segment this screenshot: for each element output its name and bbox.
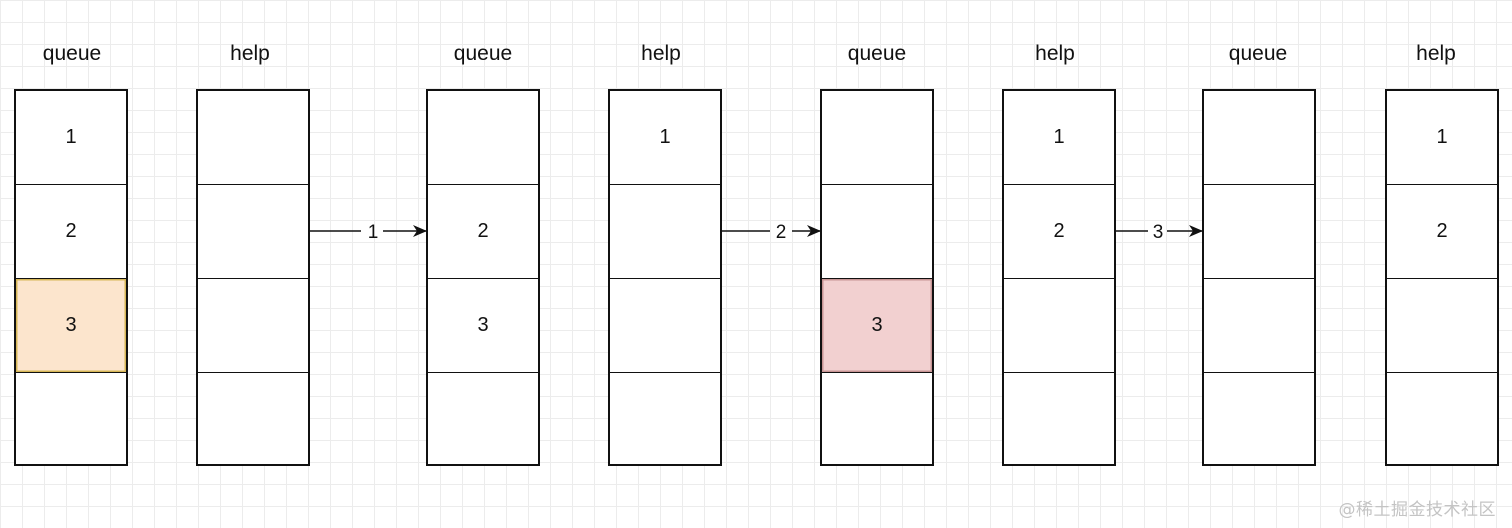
stack-cell [198,91,308,185]
stack-cell [822,185,932,279]
stack-cell [428,91,538,185]
stack-cell [822,373,932,467]
stack-cell: 1 [1387,91,1497,185]
transfer-arrow: 3 [1116,222,1203,243]
arrow-step-label: 2 [776,222,787,243]
stack-cell [822,91,932,185]
arrow-step-label: 3 [1153,222,1164,243]
highlighted-cell: 3 [16,279,126,373]
queue-stack [1202,89,1316,466]
stack-cell [1204,373,1314,467]
arrow-step-label: 1 [368,222,379,243]
help-stack: 1 [608,89,722,466]
queue-stack: 2 3 [426,89,540,466]
column-title-queue: queue [453,42,513,65]
stack-cell [198,279,308,373]
stack-cell [610,373,720,467]
stack-cell [1387,373,1497,467]
column-title-help: help [641,42,681,65]
stack-cell: 1 [16,91,126,185]
stack-cell [1004,373,1114,467]
stack-cell [16,373,126,467]
help-stack [196,89,310,466]
column-title-queue: queue [42,42,102,65]
stack-cell: 2 [1004,185,1114,279]
stack-cell: 3 [428,279,538,373]
queue-stack: 1 2 3 [14,89,128,466]
column-title-queue: queue [847,42,907,65]
transfer-arrow: 1 [310,222,427,243]
stack-cell: 2 [428,185,538,279]
stack-cell [1204,91,1314,185]
stack-cell [428,373,538,467]
column-title-help: help [1035,42,1075,65]
stack-cell: 1 [1004,91,1114,185]
stack-cell [610,279,720,373]
stack-cell [198,373,308,467]
help-stack: 1 2 [1002,89,1116,466]
stack-cell [198,185,308,279]
transfer-arrow: 2 [722,222,821,243]
stack-cell: 1 [610,91,720,185]
stack-cell [610,185,720,279]
stack-cell [1204,185,1314,279]
column-title-help: help [230,42,270,65]
stack-cell: 2 [16,185,126,279]
column-title-queue: queue [1228,42,1288,65]
highlighted-cell: 3 [822,279,932,373]
stack-cell [1004,279,1114,373]
stack-cell [1387,279,1497,373]
help-stack: 1 2 [1385,89,1499,466]
stack-cell: 2 [1387,185,1497,279]
stack-cell [1204,279,1314,373]
column-title-help: help [1416,42,1456,65]
queue-stack: 3 [820,89,934,466]
watermark-text: @稀土掘金技术社区 [1338,500,1496,520]
